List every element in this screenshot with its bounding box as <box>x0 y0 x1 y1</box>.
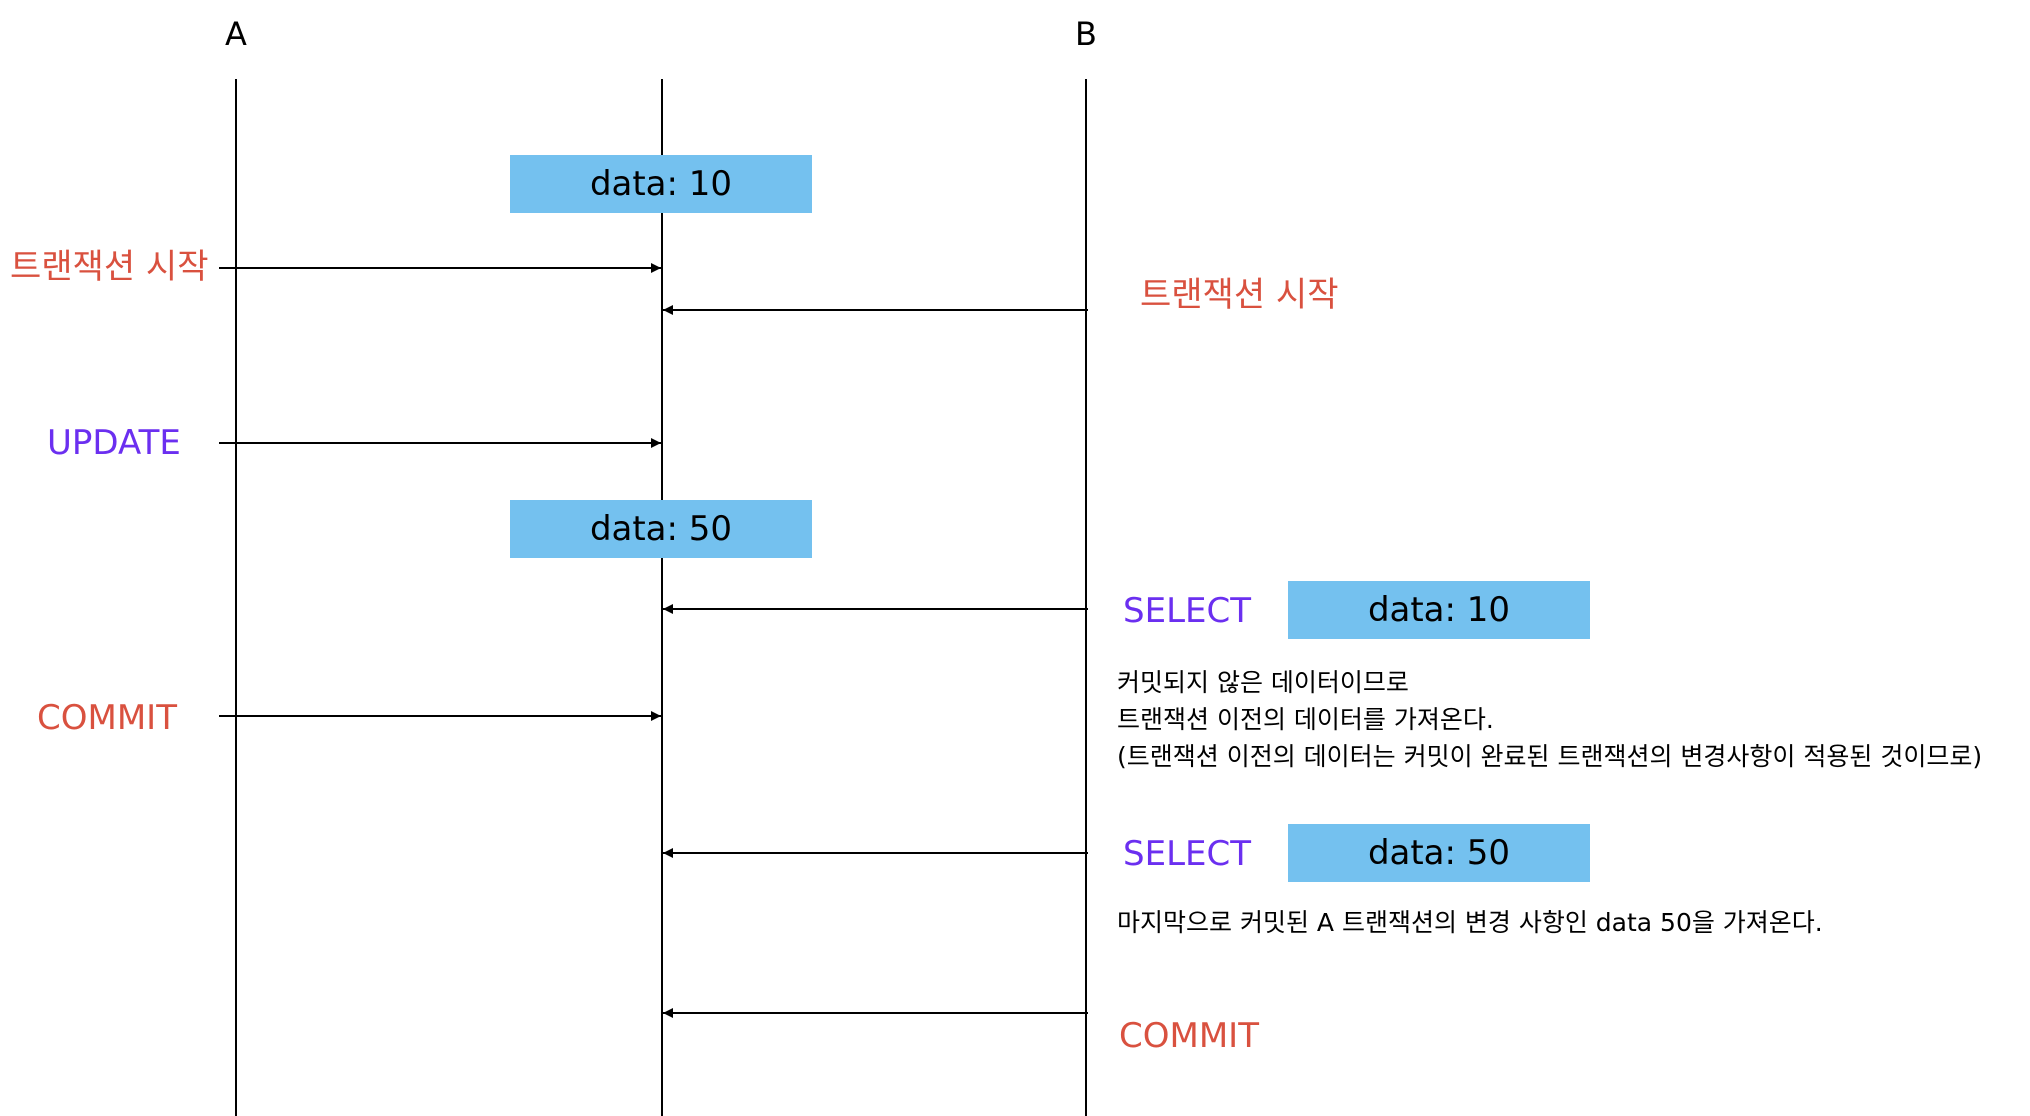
lane-b-label: B <box>1075 15 1097 53</box>
note-select-1-line2: 트랜잭션 이전의 데이터를 가져온다. <box>1117 705 1494 734</box>
a-commit-label: COMMIT <box>37 698 177 738</box>
a-transaction-start-label: 트랜잭션 시작 <box>10 247 209 287</box>
data-box-b-select-1: data: 10 <box>1288 581 1590 639</box>
data-box-initial: data: 10 <box>510 155 812 213</box>
lane-a-label: A <box>225 15 247 53</box>
a-update-label: UPDATE <box>47 423 181 463</box>
note-select-1-line3: (트랜잭션 이전의 데이터는 커밋이 완료된 트랜잭션의 변경사항이 적용된 것… <box>1117 742 1983 771</box>
b-select-2-label: SELECT <box>1123 834 1251 874</box>
b-select-1-label: SELECT <box>1123 591 1251 631</box>
data-box-after-update: data: 50 <box>510 500 812 558</box>
note-select-1: 커밋되지 않은 데이터이므로 트랜잭션 이전의 데이터를 가져온다. (트랜잭션… <box>1117 664 1982 775</box>
b-commit-label: COMMIT <box>1119 1016 1259 1056</box>
b-transaction-start-label: 트랜잭션 시작 <box>1140 275 1339 315</box>
note-select-2-line1: 마지막으로 커밋된 A 트랜잭션의 변경 사항인 data 50을 가져온다. <box>1117 908 1823 937</box>
note-select-1-line1: 커밋되지 않은 데이터이므로 <box>1117 668 1409 697</box>
note-select-2: 마지막으로 커밋된 A 트랜잭션의 변경 사항인 data 50을 가져온다. <box>1117 904 1823 941</box>
data-box-b-select-2: data: 50 <box>1288 824 1590 882</box>
